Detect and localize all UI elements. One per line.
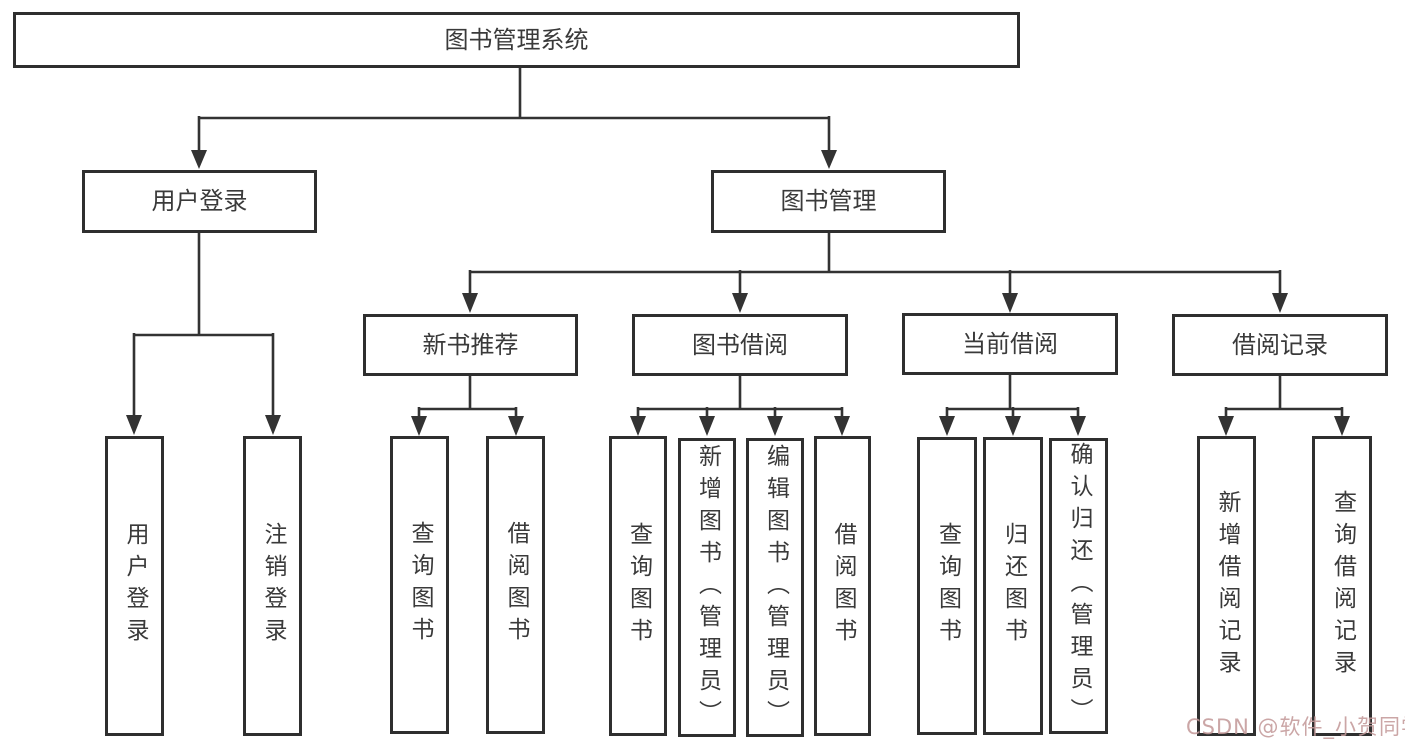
node-leaf-edit-books-admin: 编辑图书（管理员） [746,438,804,737]
connector-borrow-records [1218,374,1350,436]
node-leaf-borrow-books: 借阅图书 [814,436,871,736]
node-current-borrow: 当前借阅 [902,313,1118,375]
node-root-library-system: 图书管理系统 [13,12,1020,68]
connector-current-borrow [939,374,1086,436]
connector-root [191,66,837,169]
connector-book-management [462,231,1288,313]
node-leaf-confirm-return-admin: 确认归还（管理员） [1049,438,1108,734]
csdn-watermark: CSDN @软件_小贺同学 [1186,715,1405,739]
node-new-book-recommend: 新书推荐 [363,314,578,376]
node-leaf-add-books-admin: 新增图书（管理员） [678,438,736,737]
node-book-borrow: 图书借阅 [632,314,848,376]
node-leaf-query-borrow-record: 查询借阅记录 [1312,436,1372,736]
node-leaf-borrow-books-recommend: 借阅图书 [486,436,545,734]
node-leaf-logout: 注销登录 [243,436,302,736]
node-leaf-return-books: 归还图书 [983,437,1043,735]
node-leaf-query-books-recommend: 查询图书 [390,436,449,734]
node-book-management: 图书管理 [711,170,946,233]
node-leaf-user-login: 用户登录 [105,436,164,736]
node-user-login: 用户登录 [82,170,317,233]
node-borrow-records: 借阅记录 [1172,314,1388,376]
node-leaf-add-borrow-record: 新增借阅记录 [1197,436,1256,736]
connector-book-borrow [630,374,850,436]
node-leaf-query-books-borrow: 查询图书 [609,436,667,736]
connector-user-login [126,231,281,435]
connector-new-book-recommend [411,374,524,436]
node-leaf-query-books-current: 查询图书 [917,437,977,735]
